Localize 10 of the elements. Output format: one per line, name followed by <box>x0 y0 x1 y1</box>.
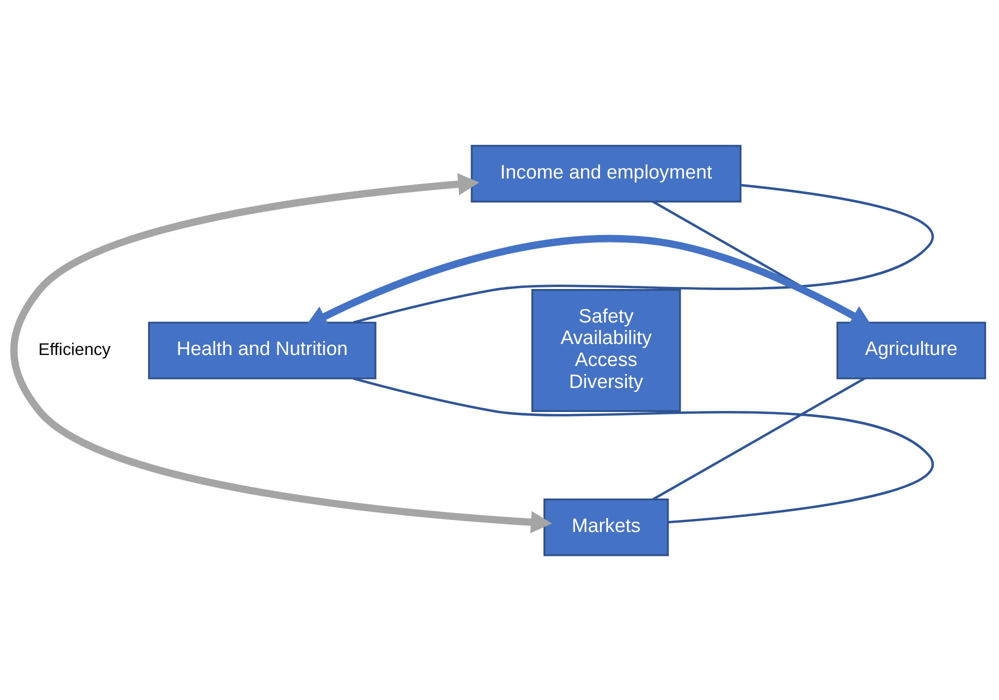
node-box: Income and employment <box>470 144 742 202</box>
connector <box>352 376 934 523</box>
node-box: Agriculture <box>836 321 986 379</box>
edge-label: Efficiency <box>38 339 111 358</box>
arrow <box>10 172 552 533</box>
node-box: Health and Nutrition <box>148 321 376 379</box>
connector <box>652 376 866 500</box>
node-box: Markets <box>543 498 669 556</box>
node-box: Safety Availability Access Diversity <box>531 288 681 412</box>
arrow <box>306 234 872 326</box>
